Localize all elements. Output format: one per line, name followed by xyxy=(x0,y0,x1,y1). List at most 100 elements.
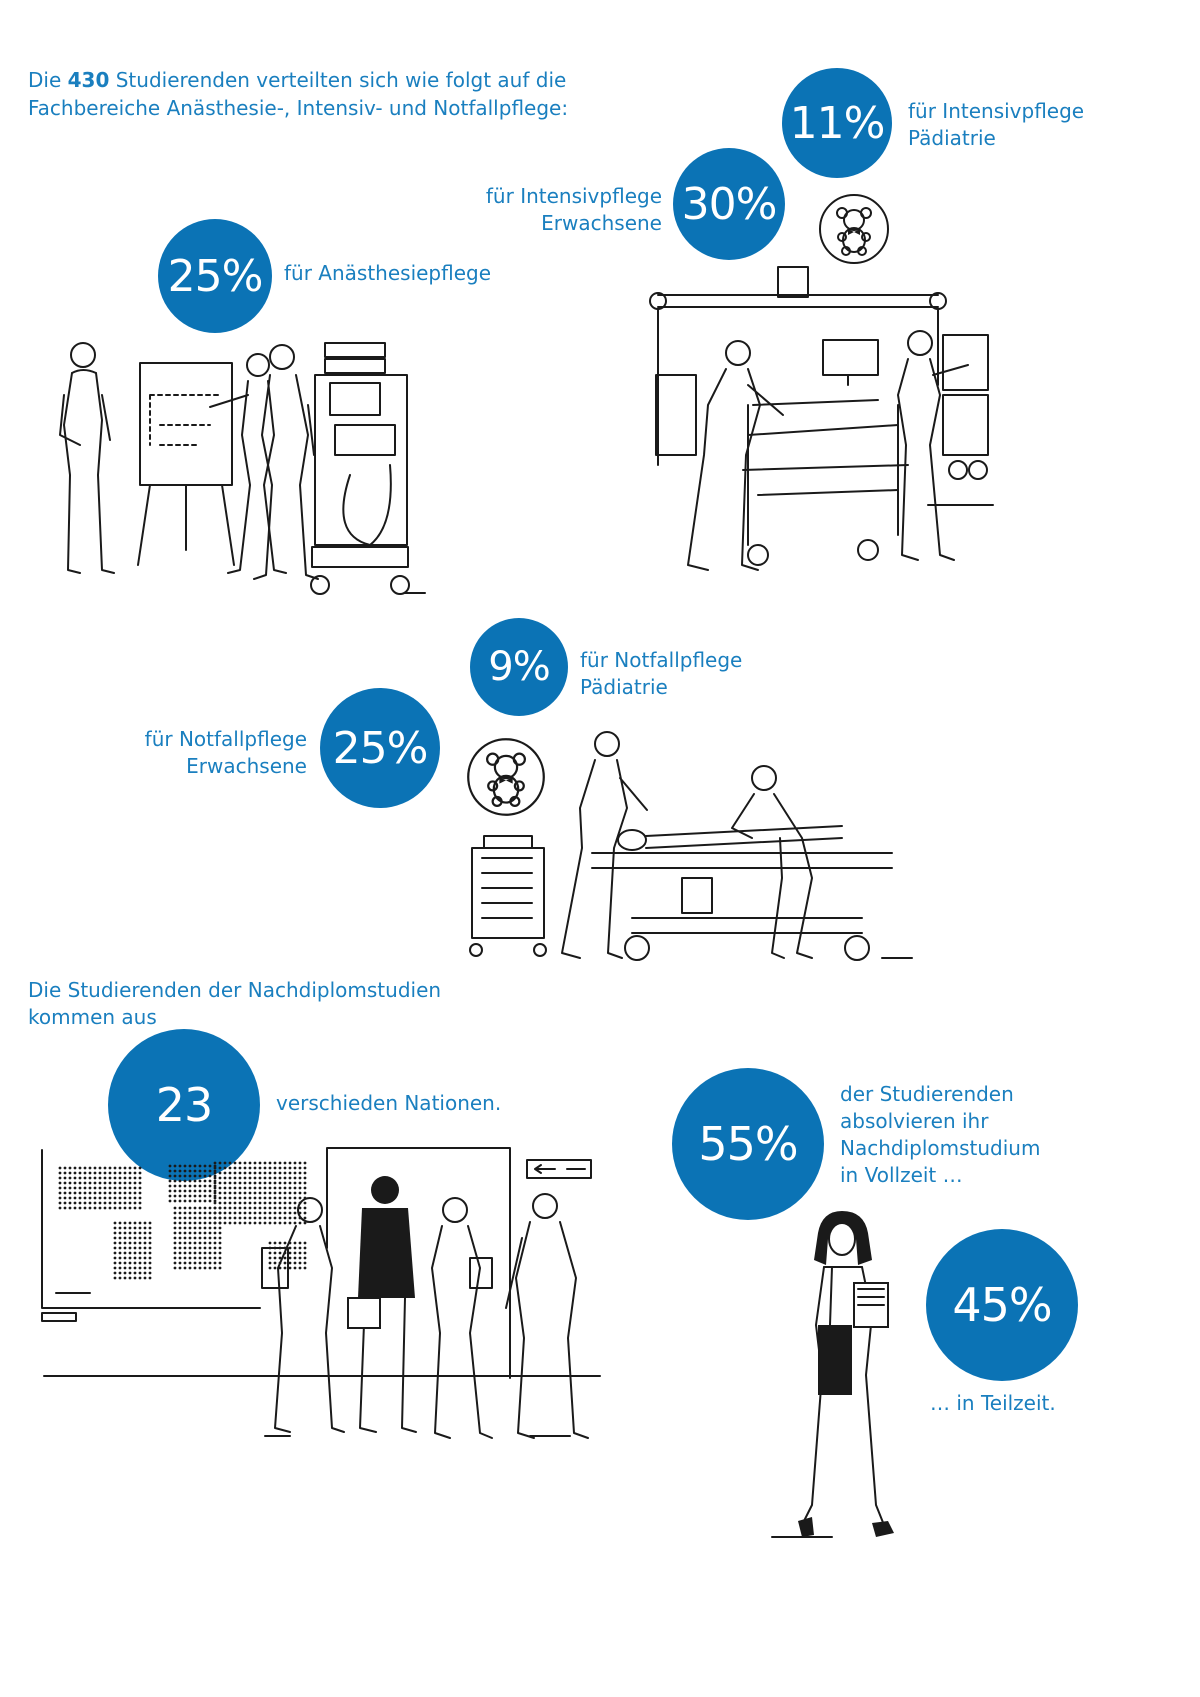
map-dot xyxy=(283,1206,287,1210)
map-dot xyxy=(223,1161,227,1165)
map-dot xyxy=(223,1191,227,1195)
map-dot xyxy=(298,1186,302,1190)
map-dot xyxy=(138,1181,142,1185)
map-dot xyxy=(303,1251,307,1255)
map-dot xyxy=(258,1166,262,1170)
map-dot xyxy=(128,1266,132,1270)
map-dot xyxy=(128,1241,132,1245)
map-dot xyxy=(263,1216,267,1220)
map-dot xyxy=(58,1181,62,1185)
map-dot xyxy=(223,1206,227,1210)
map-dot xyxy=(138,1201,142,1205)
map-dot xyxy=(233,1171,237,1175)
map-dot xyxy=(173,1194,177,1198)
map-dot xyxy=(133,1266,137,1270)
map-dot xyxy=(193,1266,197,1270)
map-dot xyxy=(193,1256,197,1260)
map-dot xyxy=(183,1211,187,1215)
map-dot xyxy=(268,1161,272,1165)
map-dot xyxy=(108,1206,112,1210)
map-dot xyxy=(233,1206,237,1210)
map-dot xyxy=(138,1191,142,1195)
map-dot xyxy=(113,1196,117,1200)
map-dot xyxy=(78,1196,82,1200)
map-dot xyxy=(263,1196,267,1200)
map-dot xyxy=(303,1181,307,1185)
map-dot xyxy=(108,1191,112,1195)
map-dot xyxy=(178,1241,182,1245)
map-dot xyxy=(268,1186,272,1190)
map-dot xyxy=(188,1194,192,1198)
map-dot xyxy=(298,1221,302,1225)
map-dot xyxy=(213,1179,217,1183)
map-dot xyxy=(98,1171,102,1175)
map-dot xyxy=(278,1191,282,1195)
map-dot xyxy=(278,1211,282,1215)
map-dot xyxy=(193,1199,197,1203)
map-dot xyxy=(63,1206,67,1210)
map-dot xyxy=(138,1256,142,1260)
map-dot xyxy=(178,1206,182,1210)
map-dot xyxy=(273,1266,277,1270)
map-dot xyxy=(143,1236,147,1240)
map-dot xyxy=(238,1216,242,1220)
stat-value: 11% xyxy=(789,97,886,149)
map-dot xyxy=(178,1199,182,1203)
intro-count: 430 xyxy=(67,68,110,92)
map-dot xyxy=(218,1241,222,1245)
map-dot xyxy=(238,1201,242,1205)
map-dot xyxy=(78,1191,82,1195)
map-dot xyxy=(133,1196,137,1200)
map-dot xyxy=(268,1266,272,1270)
map-dot xyxy=(58,1196,62,1200)
map-dot xyxy=(78,1201,82,1205)
map-dot xyxy=(208,1246,212,1250)
map-dot xyxy=(63,1171,67,1175)
map-dot xyxy=(228,1211,232,1215)
map-dot xyxy=(138,1226,142,1230)
map-dot xyxy=(208,1211,212,1215)
map-dot xyxy=(178,1189,182,1193)
map-dot xyxy=(198,1231,202,1235)
map-dot xyxy=(258,1206,262,1210)
map-dot xyxy=(268,1211,272,1215)
map-dot xyxy=(253,1196,257,1200)
nations-heading: Die Studierenden der Nachdiplomstudien k… xyxy=(28,978,442,1029)
map-dot xyxy=(193,1206,197,1210)
stat-circle-nations: 23 xyxy=(108,1029,260,1181)
map-dot xyxy=(123,1246,127,1250)
map-dot xyxy=(253,1161,257,1165)
map-dot xyxy=(213,1206,217,1210)
map-dot xyxy=(73,1186,77,1190)
map-dot xyxy=(188,1174,192,1178)
map-dot xyxy=(203,1174,207,1178)
nations-label: verschieden Nationen. xyxy=(276,1091,502,1115)
map-dot xyxy=(83,1181,87,1185)
stat-value: 45% xyxy=(952,1278,1052,1332)
map-dot xyxy=(243,1181,247,1185)
map-dot xyxy=(183,1206,187,1210)
map-dot xyxy=(103,1181,107,1185)
map-dot xyxy=(63,1201,67,1205)
map-dot xyxy=(133,1251,137,1255)
map-dot xyxy=(133,1226,137,1230)
map-dot xyxy=(183,1189,187,1193)
map-dot xyxy=(148,1251,152,1255)
map-dot xyxy=(253,1166,257,1170)
map-dot xyxy=(58,1186,62,1190)
map-dot xyxy=(138,1206,142,1210)
map-dot xyxy=(288,1181,292,1185)
map-dot xyxy=(248,1166,252,1170)
map-dot xyxy=(268,1181,272,1185)
map-dot xyxy=(138,1171,142,1175)
map-dot xyxy=(88,1186,92,1190)
map-dot xyxy=(253,1181,257,1185)
map-dot xyxy=(298,1191,302,1195)
map-dot xyxy=(303,1171,307,1175)
map-dot xyxy=(148,1266,152,1270)
map-dot xyxy=(193,1226,197,1230)
map-dot xyxy=(108,1166,112,1170)
map-dot xyxy=(298,1266,302,1270)
map-dot xyxy=(133,1261,137,1265)
map-dot xyxy=(273,1201,277,1205)
